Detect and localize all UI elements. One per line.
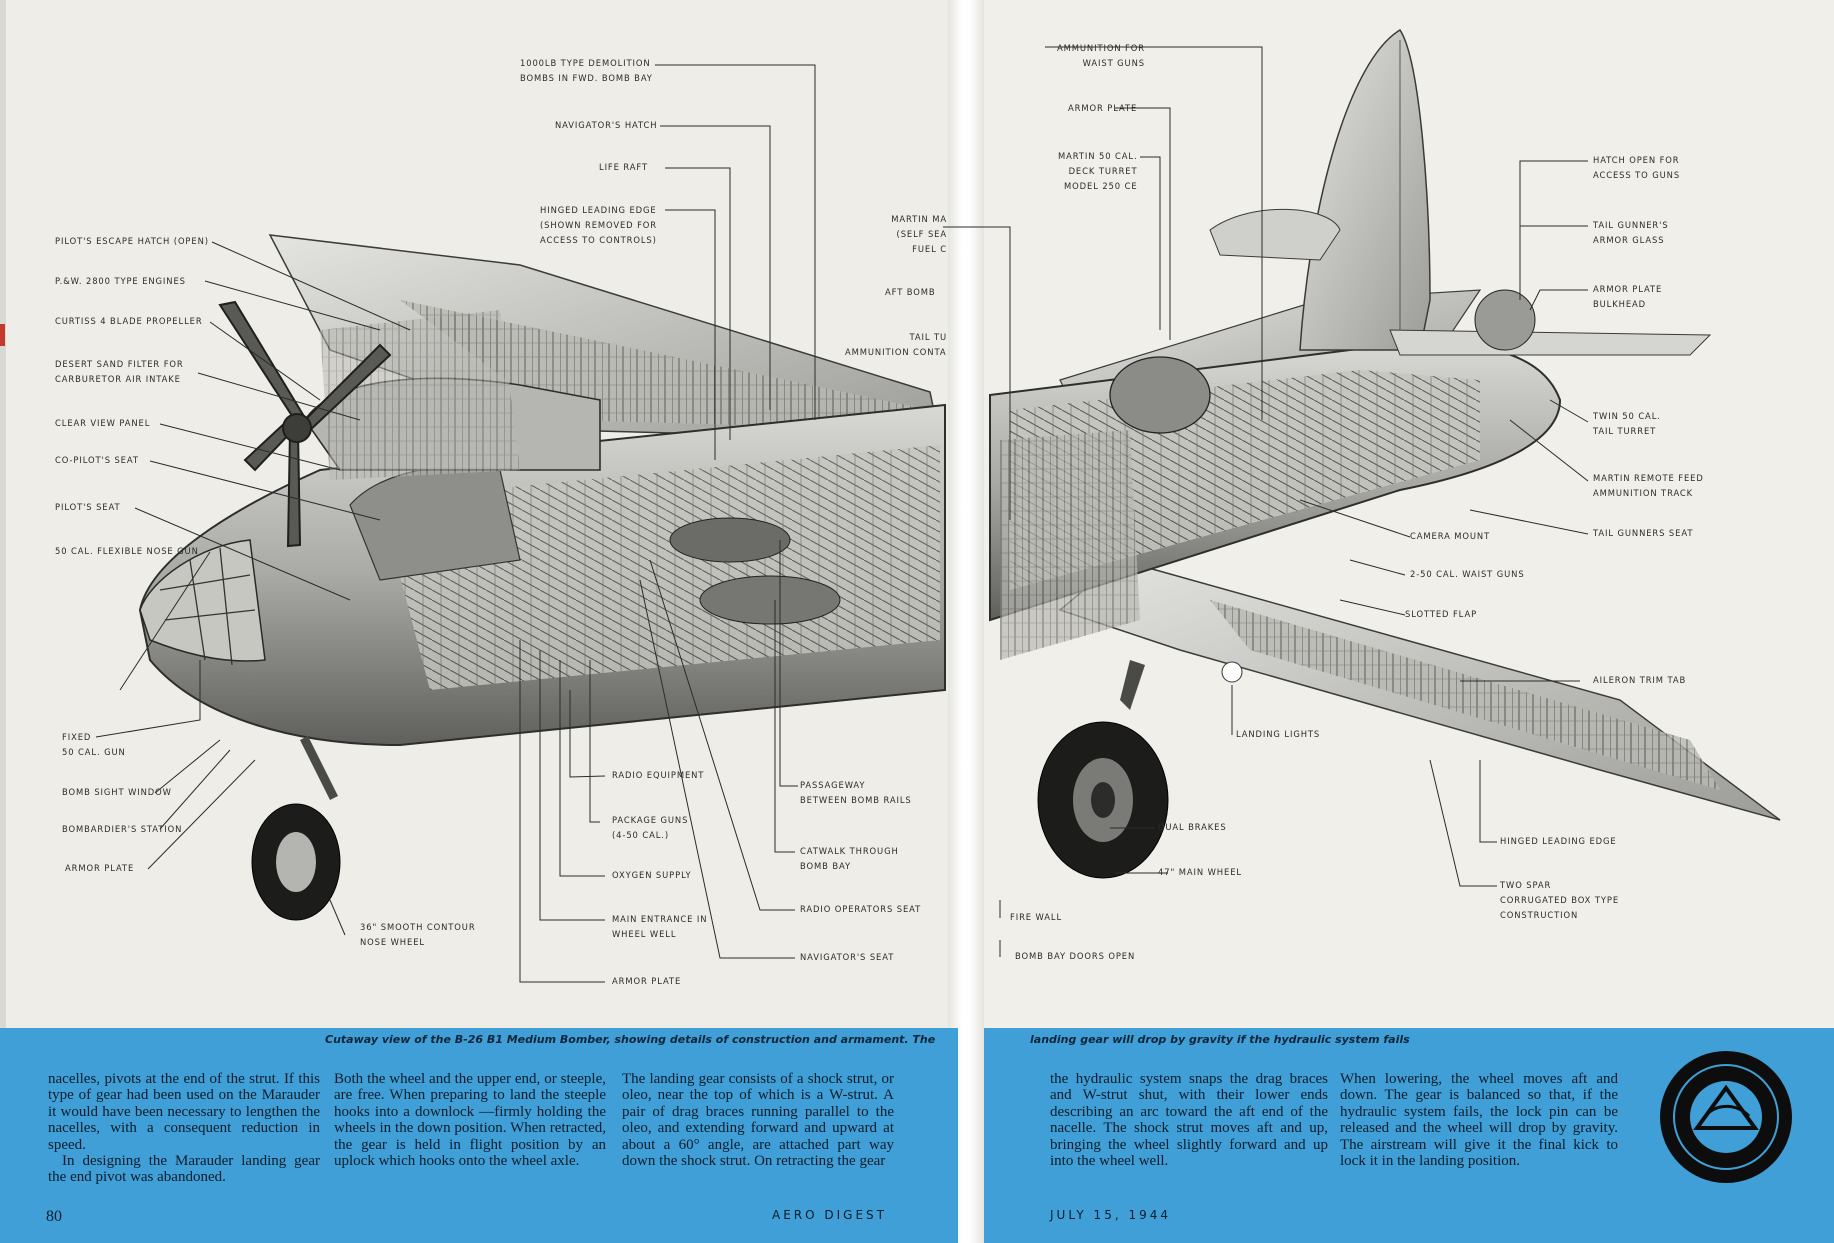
- label-hinged-leading-edge-wing: HINGED LEADING EDGE: [1500, 836, 1617, 846]
- left-engine-nacelle: [304, 310, 601, 480]
- label-life-raft: LIFE RAFT: [599, 162, 649, 172]
- label-package-guns: PACKAGE GUNS (4-50 CAL.): [612, 815, 689, 840]
- label-bomb-bay-doors: BOMB BAY DOORS OPEN: [1015, 951, 1136, 961]
- label-deck-turret: MARTIN 50 CAL. DECK TURRET MODEL 250 CE: [1058, 151, 1138, 191]
- paragraph: Both the wheel and the upper end, or ste…: [334, 1071, 606, 1170]
- label-landing-lights: LANDING LIGHTS: [1236, 729, 1321, 739]
- label-sand-filter: DESERT SAND FILTER FOR CARBURETOR AIR IN…: [55, 359, 184, 384]
- text-column-4: the hydraulic system snaps the drag brac…: [1050, 1071, 1328, 1169]
- page-edge: [0, 0, 6, 1243]
- label-fixed-gun: FIXED 50 CAL. GUN: [62, 732, 126, 757]
- label-main-entrance: MAIN ENTRANCE IN WHEEL WELL: [612, 914, 708, 939]
- label-aileron-trim-tab: AILERON TRIM TAB: [1593, 675, 1687, 685]
- paragraph: nacelles, pivots at the end of the strut…: [48, 1071, 320, 1153]
- publication-seal-logo: [1660, 1051, 1792, 1183]
- label-bomb-sight-window: BOMB SIGHT WINDOW: [62, 787, 172, 797]
- label-slotted-flap: SLOTTED FLAP: [1405, 609, 1478, 619]
- label-dual-brakes: DUAL BRAKES: [1158, 822, 1227, 832]
- label-main-wheel: 47" MAIN WHEEL: [1158, 867, 1242, 877]
- leader-lines: [95, 46, 1589, 983]
- main-gear: [1037, 660, 1243, 879]
- label-navigators-seat: NAVIGATOR'S SEAT: [800, 952, 895, 962]
- figure-caption-left: Cutaway view of the B-26 B1 Medium Bombe…: [325, 1033, 936, 1046]
- blue-text-band-left: [0, 1028, 958, 1243]
- label-demolition-bombs: 1000lb TYPE DEMOLITION BOMBS IN FWD. BOM…: [520, 58, 653, 83]
- label-armor-plate-center: ARMOR PLATE: [612, 976, 682, 986]
- label-radio-operators-seat: RADIO OPERATORS SEAT: [800, 904, 922, 914]
- label-waist-guns: 2-50 CAL. WAIST GUNS: [1410, 569, 1525, 579]
- text-column-2: Both the wheel and the upper end, or ste…: [334, 1071, 606, 1169]
- label-escape-hatch: PILOT'S ESCAPE HATCH (OPEN): [55, 236, 209, 246]
- label-hinged-leading-edge: HINGED LEADING EDGE (SHOWN REMOVED FOR A…: [540, 205, 658, 245]
- label-aft-bomb: AFT BOMB: [885, 287, 936, 297]
- label-tail-turret-ammunition: TAIL TU AMMUNITION CONTAI: [845, 332, 947, 357]
- label-copilot-seat: CO-PILOT'S SEAT: [55, 455, 139, 465]
- text-column-3: The landing gear consists of a shock str…: [622, 1071, 894, 1169]
- label-armor-bulkhead: ARMOR PLATE BULKHEAD: [1593, 284, 1663, 309]
- red-tab-mark: [0, 324, 5, 346]
- text-column-5: When lowering, the wheel moves aft and d…: [1340, 1071, 1618, 1169]
- right-fuselage: [989, 342, 1562, 660]
- label-hatch-open: HATCH OPEN FOR ACCESS TO GUNS: [1593, 155, 1681, 180]
- label-catwalk: CATWALK THROUGH BOMB BAY: [800, 846, 899, 871]
- text-column-1: nacelles, pivots at the end of the strut…: [48, 1071, 320, 1186]
- label-navigators-hatch: NAVIGATOR'S HATCH: [555, 120, 658, 130]
- label-engines: P.&W. 2800 TYPE ENGINES: [55, 276, 186, 286]
- label-waist-ammunition: AMMUNITION FOR WAIST GUNS: [1057, 43, 1145, 68]
- paragraph: the hydraulic system snaps the drag brac…: [1050, 1071, 1328, 1170]
- label-armor-plate-nose: ARMOR PLATE: [65, 863, 135, 873]
- label-armor-plate-right: ARMOR PLATE: [1068, 103, 1138, 113]
- issue-date: JULY 15, 1944: [1050, 1208, 1171, 1222]
- label-radio-equipment: RADIO EQUIPMENT: [612, 770, 705, 780]
- label-bombardiers-station: BOMBARDIER'S STATION: [62, 824, 183, 834]
- left-fuselage: [138, 403, 946, 747]
- label-fire-wall: FIRE WALL: [1010, 912, 1063, 922]
- label-nose-gun: 50 CAL. FLEXIBLE NOSE GUN: [55, 546, 199, 556]
- label-camera-mount: CAMERA MOUNT: [1410, 531, 1491, 541]
- paragraph: When lowering, the wheel moves aft and d…: [1340, 1071, 1618, 1170]
- label-martin-fuel-cells: MARTIN MA (SELF SEA FUEL C: [891, 214, 947, 254]
- tail-fin: [1209, 28, 1712, 356]
- label-tail-turret: TWIN 50 CAL. TAIL TURRET: [1593, 411, 1661, 436]
- label-propeller: CURTISS 4 BLADE PROPELLER: [55, 316, 203, 326]
- paragraph: In designing the Marauder landing gear t…: [48, 1153, 320, 1186]
- label-feed-track: MARTIN REMOTE FEED AMMUNITION TRACK: [1593, 473, 1704, 498]
- label-tail-gunners-seat: TAIL GUNNERS SEAT: [1593, 528, 1694, 538]
- page-number: 80: [46, 1208, 62, 1225]
- label-pilot-seat: PILOT'S SEAT: [55, 502, 121, 512]
- label-clear-view-panel: CLEAR VIEW PANEL: [55, 418, 151, 428]
- label-nose-wheel: 36" SMOOTH CONTOUR NOSE WHEEL: [360, 922, 476, 947]
- label-armor-glass: TAIL GUNNER'S ARMOR GLASS: [1593, 220, 1669, 245]
- label-two-spar: TWO SPAR CORRUGATED BOX TYPE CONSTRUCTIO…: [1500, 880, 1620, 920]
- label-passageway: PASSAGEWAY BETWEEN BOMB RAILS: [800, 780, 912, 805]
- label-oxygen-supply: OXYGEN SUPPLY: [612, 870, 692, 880]
- nose-gear: [251, 736, 341, 921]
- figure-caption-right: landing gear will drop by gravity if the…: [1030, 1033, 1410, 1046]
- magazine-name: AERO DIGEST: [772, 1208, 887, 1222]
- paragraph: The landing gear consists of a shock str…: [622, 1071, 894, 1170]
